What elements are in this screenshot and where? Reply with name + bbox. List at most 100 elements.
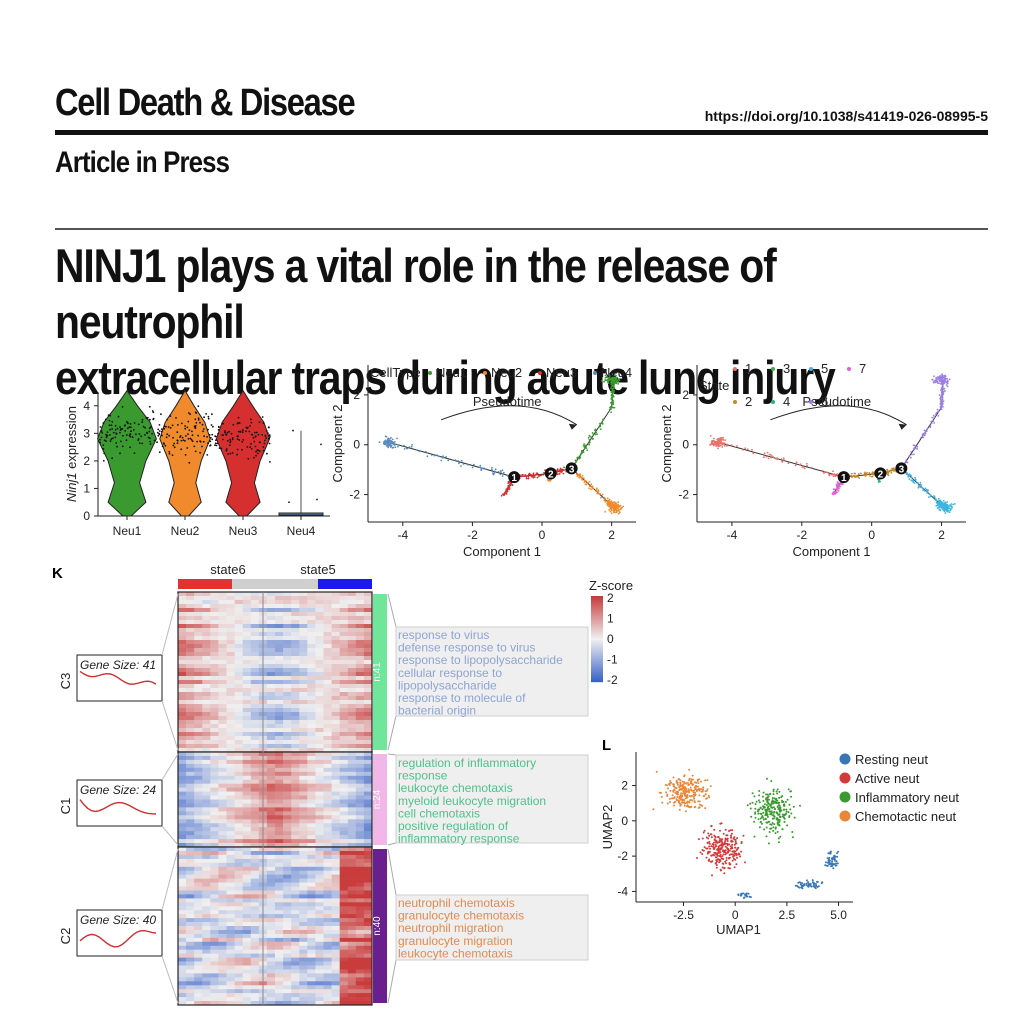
- violin-Neu4: [278, 512, 324, 516]
- umap-point: [680, 788, 683, 791]
- heatmap-cell: [355, 596, 365, 601]
- heatmap-cell: [299, 914, 308, 919]
- legend-dot: [847, 367, 851, 371]
- heatmap-cell: [178, 866, 187, 872]
- umap-point: [672, 785, 675, 788]
- heatmap-cell: [202, 644, 211, 649]
- heatmap-cell: [242, 660, 252, 665]
- violin-point: [197, 419, 200, 421]
- traj-point: [933, 380, 936, 383]
- heatmap-cell: [266, 862, 276, 868]
- heatmap-cell: [315, 692, 324, 697]
- heatmap-cell: [339, 608, 349, 613]
- heatmap-cell: [307, 997, 316, 1002]
- doi-link[interactable]: https://doi.org/10.1038/s41419-026-08995…: [704, 108, 988, 124]
- traj-point: [617, 512, 620, 515]
- heatmap-cell: [299, 640, 308, 645]
- heatmap-cell: [347, 878, 357, 883]
- heatmap-cell: [355, 704, 365, 709]
- heatmap-cell: [299, 807, 308, 812]
- violin-point: [245, 430, 247, 433]
- heatmap-cell: [194, 728, 203, 733]
- heatmap-cell: [186, 811, 195, 816]
- violin-point: [157, 428, 160, 431]
- violin-point: [101, 431, 103, 434]
- heatmap-cell: [291, 672, 300, 677]
- violin-point: [144, 434, 146, 436]
- heatmap-cell: [226, 720, 235, 725]
- heatmap-cell: [234, 823, 243, 828]
- heatmap-cell: [186, 969, 195, 974]
- traj-point: [923, 434, 926, 437]
- heatmap-cell: [234, 688, 243, 693]
- heatmap-cell: [202, 973, 211, 978]
- heatmap-cell: [234, 720, 243, 725]
- heatmap-cell: [347, 807, 357, 812]
- violin-point: [215, 439, 217, 442]
- heatmap-cell: [275, 608, 284, 613]
- heatmap-cell: [226, 933, 235, 939]
- heatmap-cell: [339, 870, 349, 875]
- heatmap-cell: [315, 767, 324, 773]
- heatmap-cell: [291, 640, 300, 645]
- umap-point: [702, 831, 705, 834]
- heatmap-cell: [291, 759, 300, 765]
- heatmap-cell: [299, 799, 308, 804]
- heatmap-cell: [283, 708, 292, 713]
- heatmap-cell: [250, 819, 260, 824]
- heatmap-cell: [283, 878, 292, 883]
- heatmap-cell: [178, 854, 187, 860]
- violin-point: [268, 437, 270, 440]
- heatmap-cell: [194, 811, 203, 816]
- heatmap-cell: [275, 937, 284, 943]
- heatmap-cell: [234, 596, 243, 601]
- traj-point: [891, 469, 894, 471]
- heatmap-cell: [226, 815, 235, 820]
- heatmap-cell: [266, 949, 276, 954]
- heatmap-cell: [226, 949, 235, 954]
- violin-point: [262, 449, 265, 452]
- heatmap-cell: [178, 985, 187, 990]
- heatmap-cell: [347, 712, 357, 717]
- heatmap-cell: [202, 624, 211, 629]
- traj-point: [613, 378, 615, 381]
- heatmap-cell: [242, 744, 252, 749]
- violin-point: [211, 438, 214, 441]
- traj-x-tick-label: -2: [796, 528, 807, 542]
- traj-point: [942, 500, 945, 502]
- traj-point: [944, 390, 946, 392]
- heatmap-cell: [218, 977, 227, 982]
- heatmap-cell: [218, 624, 227, 629]
- heatmap-cell: [186, 688, 195, 693]
- heatmap-cell: [323, 775, 332, 781]
- traj-y-tick-label: 0: [353, 438, 360, 452]
- heatmap-cell: [291, 740, 300, 745]
- heatmap-cell: [355, 886, 365, 891]
- heatmap-cell: [178, 612, 187, 617]
- traj-point: [803, 467, 806, 470]
- heatmap-cell: [234, 771, 243, 777]
- heatmap-cell: [291, 969, 300, 974]
- traj-point: [938, 379, 941, 382]
- traj-point: [415, 449, 418, 451]
- heatmap-cell: [234, 744, 243, 749]
- traj-point: [710, 442, 713, 445]
- heatmap-cell: [355, 771, 365, 777]
- heatmap-cell: [226, 732, 235, 737]
- heatmap-cell: [315, 795, 324, 800]
- heatmap-cell: [283, 926, 292, 931]
- heatmap-cell: [291, 993, 300, 998]
- heatmap-cell: [202, 724, 211, 729]
- heatmap-cell: [250, 862, 260, 868]
- heatmap-cell: [202, 660, 211, 665]
- heatmap-cell: [242, 989, 252, 994]
- traj-point: [932, 419, 935, 422]
- heatmap-cell: [323, 953, 332, 958]
- heatmap-cell: [250, 906, 260, 911]
- heatmap-cell: [315, 771, 324, 777]
- traj-point: [940, 383, 943, 385]
- heatmap-cell: [226, 985, 235, 990]
- violin-y-tick-label: 1: [83, 481, 90, 495]
- heatmap-cell: [299, 953, 308, 958]
- heatmap-cell: [283, 858, 292, 864]
